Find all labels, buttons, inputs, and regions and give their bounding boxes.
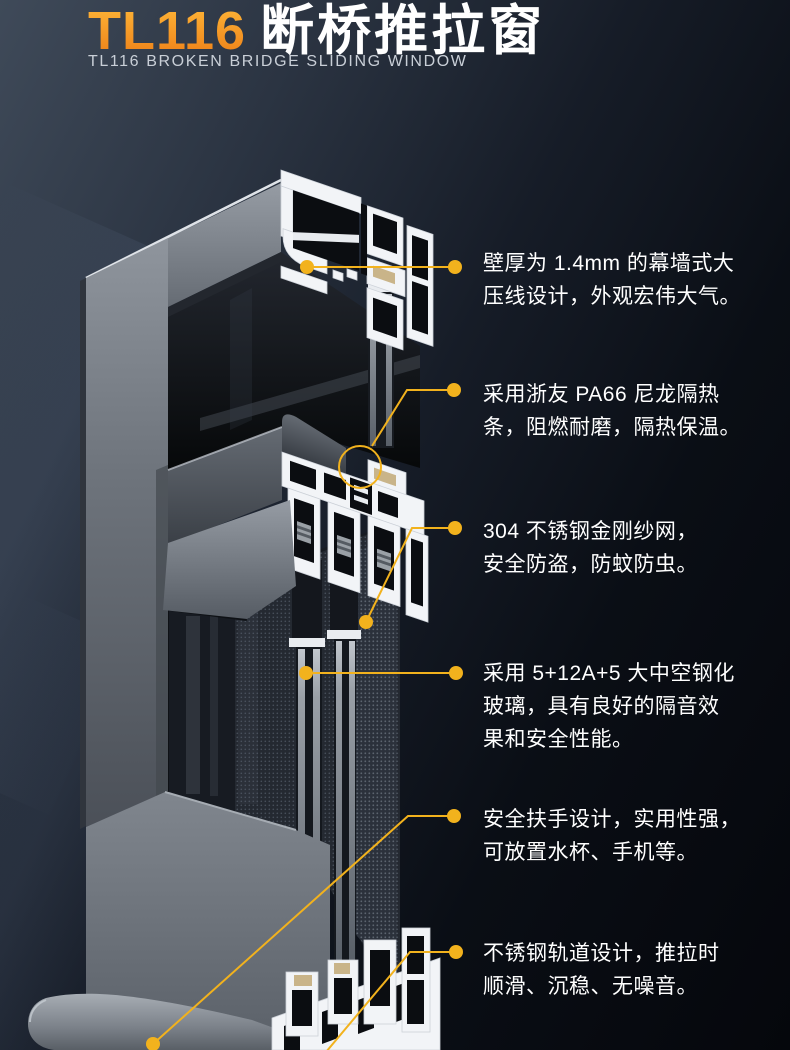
product-model: TL116 [88, 1, 247, 61]
callout-line-text: 果和安全性能。 [483, 728, 634, 751]
transom-rail [167, 426, 283, 545]
header: TL116 断桥推拉窗 [88, 0, 545, 65]
glazing-spacer [294, 975, 312, 986]
callout-line-text: 壁厚为 1.4mm 的幕墙式大 [483, 252, 735, 275]
callout-line-text: 玻璃，具有良好的隔音效 [483, 695, 720, 718]
callout-line-text: 安全防盗，防蚊防虫。 [483, 553, 698, 576]
callout-line-text: 采用 5+12A+5 大中空钢化 [483, 662, 735, 685]
glazing-spacer [373, 265, 395, 285]
upper-glass-cavity [168, 252, 420, 472]
callout-line-text: 可放置水杯、手机等。 [483, 841, 698, 864]
callout-text-track: 不锈钢轨道设计，推拉时 顺滑、沉稳、无噪音。 [483, 937, 751, 1003]
callout-text-glass: 采用 5+12A+5 大中空钢化 玻璃，具有良好的隔音效 果和安全性能。 [483, 657, 751, 756]
callout-line-text: 安全扶手设计，实用性强， [483, 808, 741, 831]
callout-line-text: 304 不锈钢金刚纱网， [483, 520, 698, 543]
callout-text-handrail: 安全扶手设计，实用性强， 可放置水杯、手机等。 [483, 803, 751, 869]
glass-reflection [238, 610, 258, 804]
glass-pane [349, 641, 355, 961]
mesh-screen-bright [352, 536, 397, 998]
glass-pane [386, 294, 392, 446]
callout-text-thermal-break: 采用浙友 PA66 尼龙隔热 条，阻燃耐磨，隔热保温。 [483, 378, 751, 444]
head-profile-cross-section [280, 169, 434, 351]
callout-line-text: 条，阻燃耐磨，隔热保温。 [483, 416, 741, 439]
sash-top-rail [163, 500, 296, 619]
glass-pane [336, 641, 342, 961]
glass-pane [298, 649, 305, 975]
callout-line-text: 不锈钢轨道设计，推拉时 [483, 942, 720, 965]
callout-text-pressline: 壁厚为 1.4mm 的幕墙式大 压线设计，外观宏伟大气。 [483, 247, 751, 313]
callout-line-text: 顺滑、沉稳、无噪音。 [483, 975, 698, 998]
callout-text-mesh: 304 不锈钢金刚纱网， 安全防盗，防蚊防虫。 [483, 515, 751, 581]
callout-line-text: 采用浙友 PA66 尼龙隔热 [483, 383, 720, 406]
glass-pane [370, 294, 376, 446]
page-title: TL116 断桥推拉窗 [88, 0, 545, 65]
left-jamb [80, 238, 168, 829]
glass-reflection [186, 616, 200, 794]
callout-line-text: 压线设计，外观宏伟大气。 [483, 285, 741, 308]
glass-reflection [210, 614, 218, 796]
glazing-spacer [334, 963, 350, 974]
product-title-cn: 断桥推拉窗 [260, 1, 546, 61]
product-subtitle: TL116 BROKEN BRIDGE SLIDING WINDOW [88, 53, 468, 70]
glass-pane [313, 649, 320, 975]
